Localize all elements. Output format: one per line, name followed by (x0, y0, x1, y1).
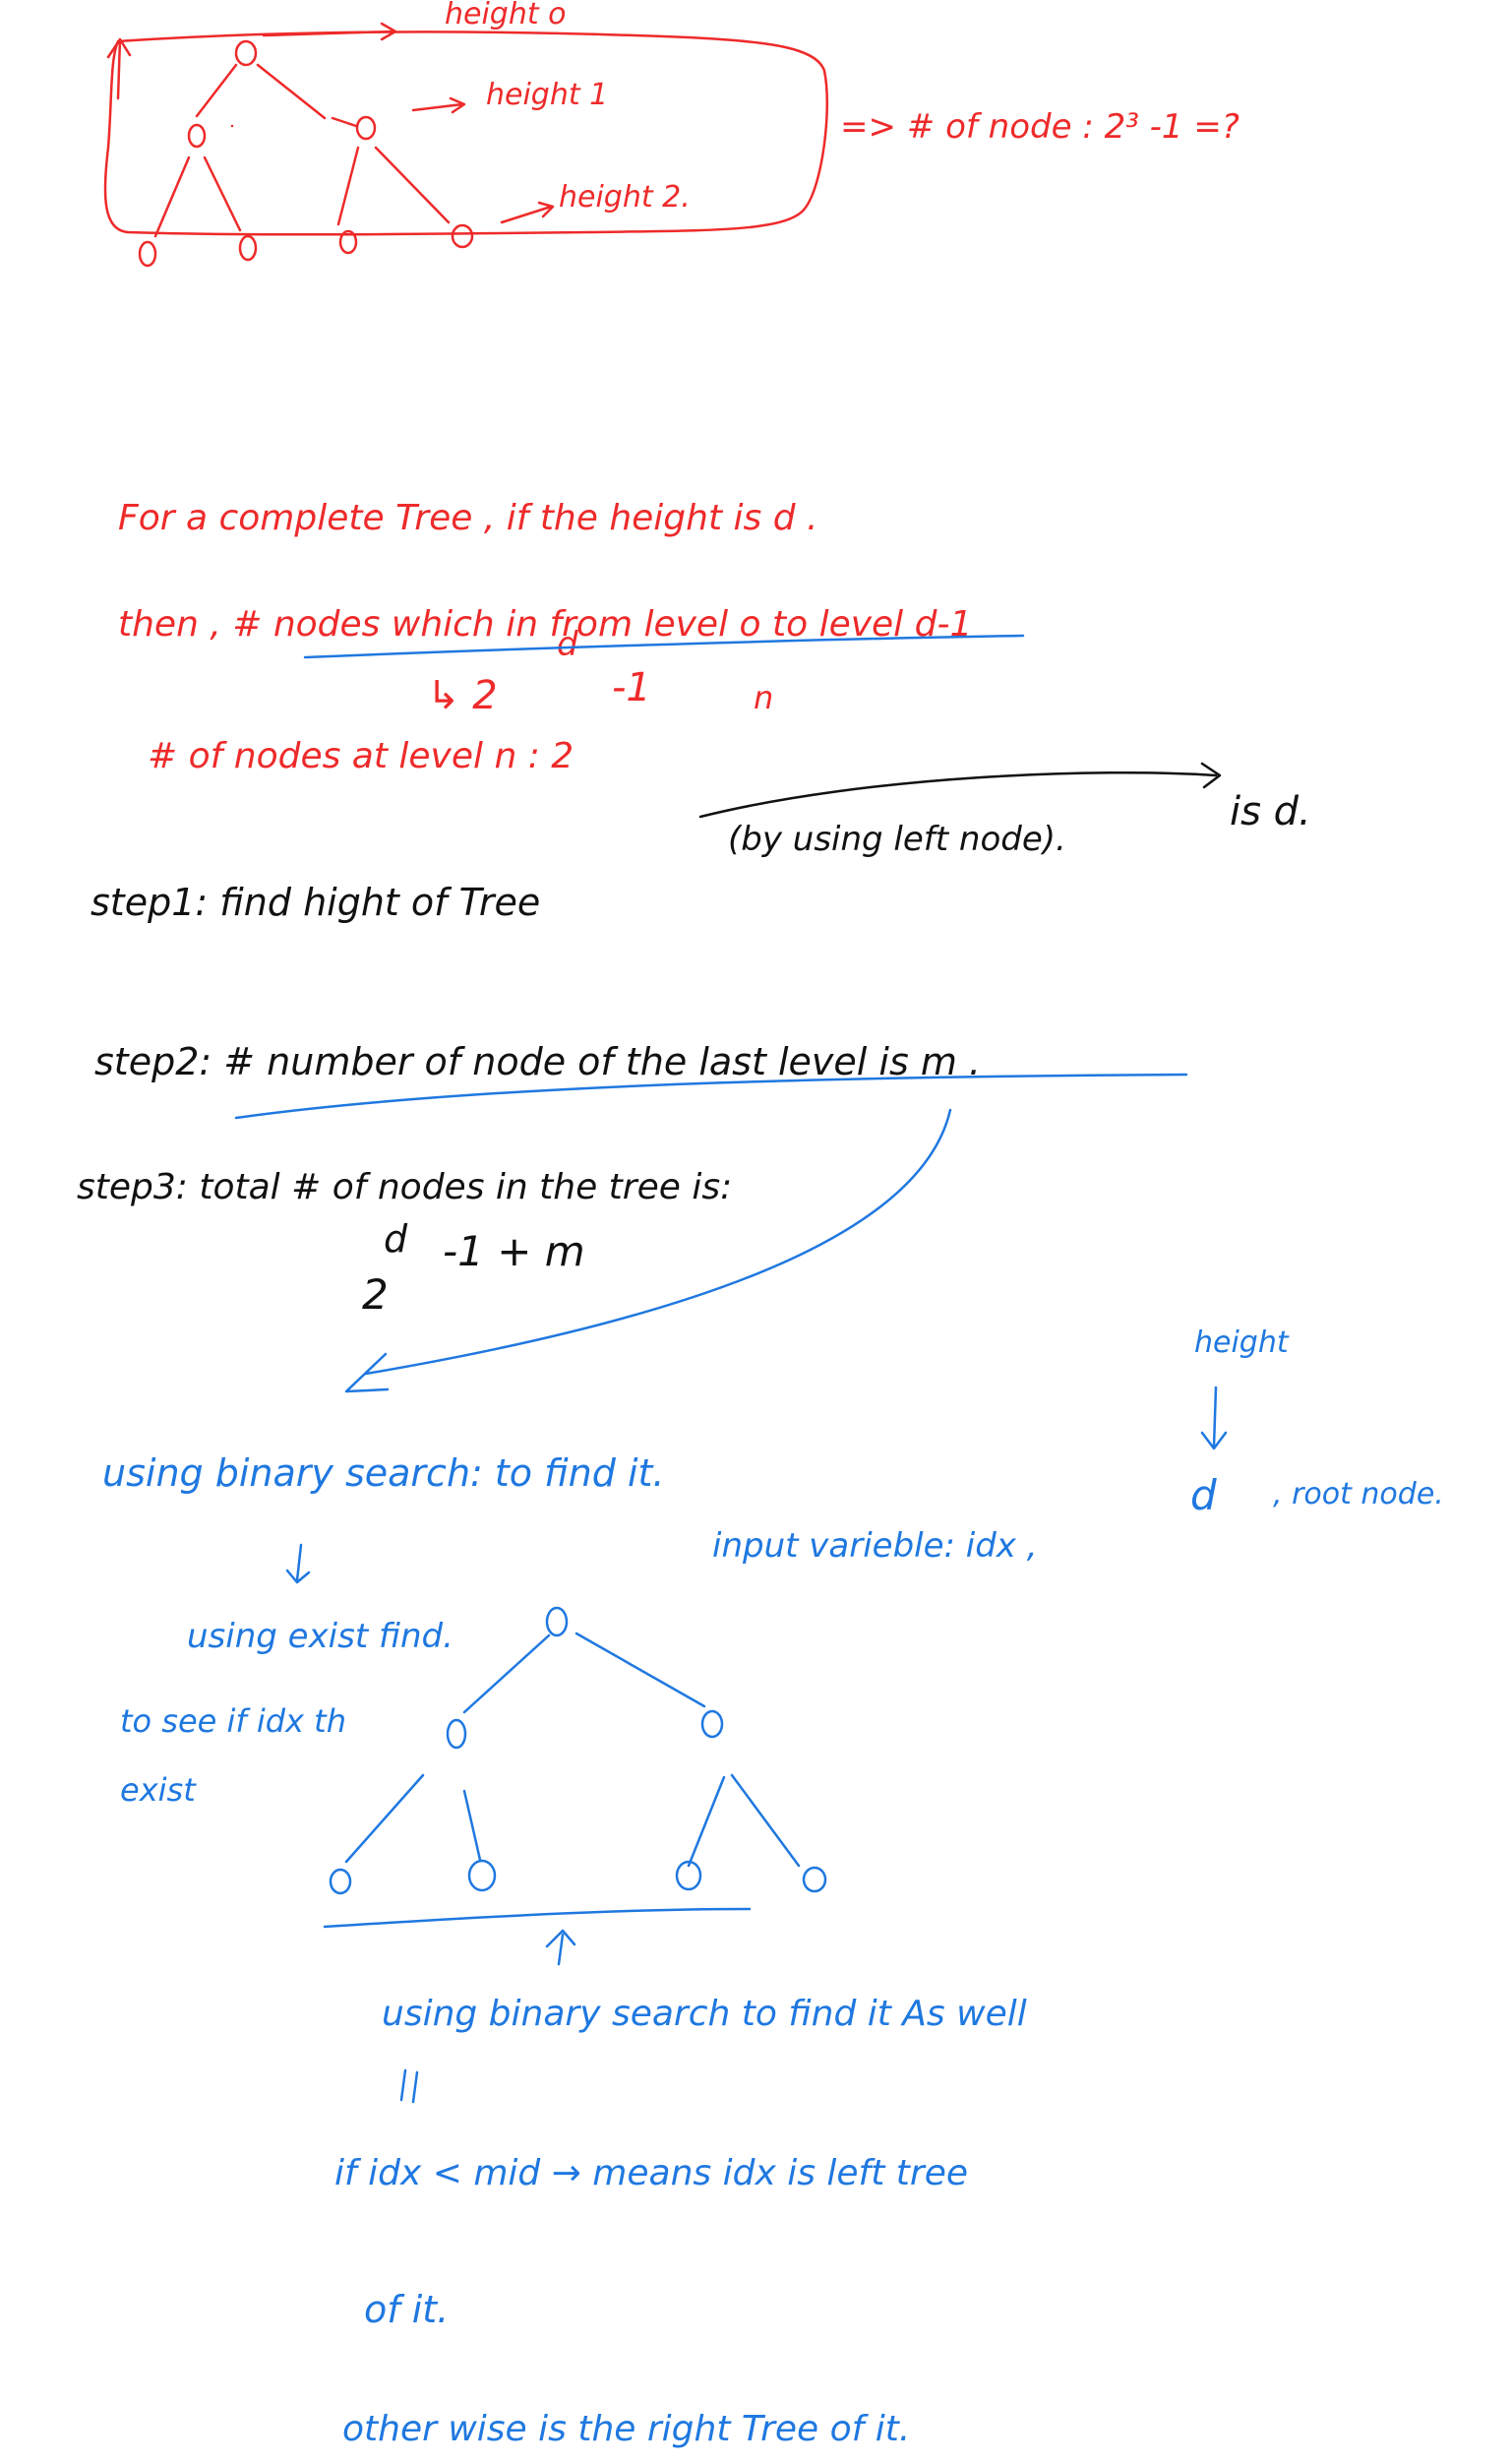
height1-arrow (411, 96, 466, 114)
red-enclosure-box (103, 31, 829, 236)
red-arrow-result: ↳ 2 (427, 673, 498, 718)
red-arrow-result-exp: d (557, 625, 578, 664)
height-label: height (1194, 1325, 1290, 1360)
tree-edge (462, 1632, 706, 1714)
tree-node-leaf (802, 1866, 827, 1893)
red-tree (138, 22, 555, 268)
tree-edge (195, 63, 327, 128)
step1-overarrow (698, 762, 1222, 819)
height1-label: height 1 (486, 78, 608, 112)
step2-text: step2: # number of node of the last leve… (94, 1040, 981, 1083)
height0-arrow (262, 22, 397, 41)
tree-node-root (234, 39, 258, 67)
formula-tail: -1 + m (443, 1227, 585, 1275)
step1-paren: (by using left node). (728, 820, 1066, 859)
red-up-arrow (106, 37, 132, 100)
height0-label: height o (445, 0, 567, 31)
exist-find-line: using exist find. (187, 1617, 453, 1656)
tree-edge (153, 146, 451, 238)
d-label: d (1190, 1471, 1217, 1519)
leaf-underline (323, 1907, 752, 1929)
tree-node-left (446, 1718, 467, 1750)
step3-curve-arrow (344, 1108, 952, 1393)
tree-node-right (355, 115, 377, 141)
blue-notes-group: using binary search: to find it. height … (102, 1325, 1444, 2449)
up-arrow (545, 1929, 576, 1966)
down-arrow-to-exist (285, 1543, 311, 1584)
exist-line: exist (120, 1771, 197, 1809)
bottom-line-1: using binary search to find it As well (382, 1994, 1027, 2034)
step3-text: step3: total # of nodes in the tree is: (77, 1167, 732, 1207)
tree-node-left (187, 123, 207, 149)
tree-node-right (700, 1709, 724, 1739)
tree-node-root (545, 1606, 569, 1637)
tree-node-l2b (238, 234, 258, 262)
tree-node-leaf (675, 1860, 702, 1891)
height-down-arrow (1200, 1386, 1228, 1450)
bottom-line-3: of it. (364, 2288, 449, 2331)
tree-node-l2c (338, 229, 358, 255)
formula-base: 2 (362, 1270, 389, 1319)
root-node-label: , root node. (1273, 1477, 1444, 1511)
height2-arrow (500, 201, 555, 224)
down-arrow-small (399, 2068, 419, 2104)
node-count-formula: => # of node : 2³ -1 =? (840, 107, 1239, 147)
red-line-1: For a complete Tree , if the height is d… (118, 498, 817, 538)
red-line-2: then , # nodes which in from level o to … (118, 604, 972, 645)
formula-exp: d (384, 1217, 408, 1261)
binary-search-line: using binary search: to find it. (102, 1451, 665, 1495)
to-see-line: to see if idx th (120, 1702, 346, 1740)
red-line-3: # of nodes at level n : 2 (148, 736, 574, 776)
bottom-line-4: other wise is the right Tree of it. (342, 2409, 910, 2449)
input-variable-line: input varieble: idx , (712, 1526, 1038, 1566)
tree-node-leaf (329, 1868, 352, 1895)
blue-tree (323, 1606, 827, 1966)
tree-edge (331, 116, 358, 128)
tree-node-l2d (451, 223, 474, 249)
black-steps-group: step1: find hight of Tree (by using left… (77, 762, 1311, 1319)
red-notes-group: height o height 1 height 2. => # of node… (103, 0, 1239, 776)
underline-step2 (234, 1073, 1188, 1120)
step1-result: is d. (1230, 789, 1311, 834)
tree-node-leaf (467, 1859, 497, 1892)
underline-red-line2 (303, 634, 1025, 659)
step1-text: step1: find hight of Tree (91, 881, 540, 924)
tree-node-l2a (138, 240, 157, 268)
tree-edge (344, 1773, 801, 1868)
red-arrow-result-tail: -1 (612, 665, 651, 710)
red-line-3-exp: n (754, 679, 773, 716)
bottom-line-2: if idx < mid → means idx is left tree (334, 2153, 968, 2193)
height2-label: height 2. (559, 180, 691, 215)
